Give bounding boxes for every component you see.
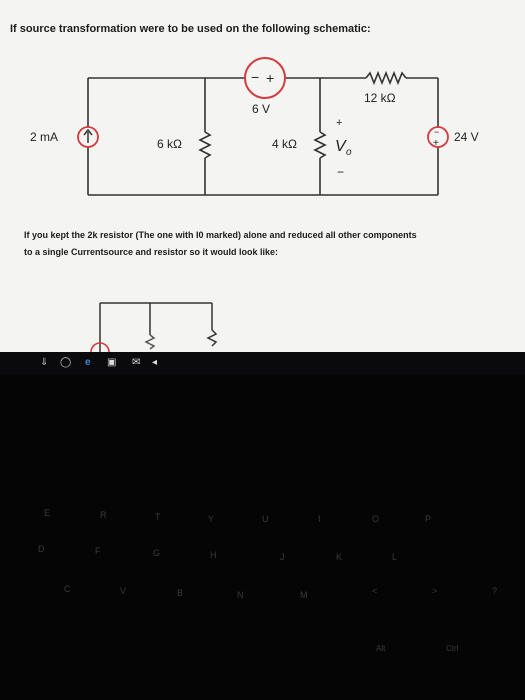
vo-subscript: o (346, 147, 352, 158)
taskbar: ⇓ ◯ e ▣ ✉ ◂ (0, 352, 525, 374)
circuit-schematic: − + − + 2 mA 6 kΩ 6 V 4 kΩ 12 kΩ 24 V + … (30, 57, 479, 196)
vo-minus-sign: − (337, 165, 344, 179)
key-g: G (153, 548, 161, 558)
label-6v: 6 V (252, 102, 270, 116)
key-r: R (100, 510, 107, 520)
src6-plus: + (266, 70, 274, 86)
key-y: Y (208, 514, 215, 524)
vo-label: V (335, 138, 347, 155)
key-j: J (280, 552, 285, 562)
label-12k: 12 kΩ (364, 91, 396, 105)
mail-icon[interactable]: ✉ (132, 357, 141, 368)
key-d: D (38, 544, 45, 554)
question-detail-text-1: If you kept the 2k resistor (The one wit… (24, 230, 417, 240)
key-h: H (210, 550, 217, 560)
label-2ma: 2 mA (30, 130, 58, 144)
key-alt: Alt (376, 644, 386, 653)
store-icon[interactable]: ▣ (107, 357, 117, 368)
key-t: T (155, 512, 161, 522)
current-source-2ma (77, 126, 99, 148)
key-b: B (177, 588, 184, 598)
key-k: K (336, 552, 343, 562)
partial-answer-diagram (90, 302, 218, 352)
resistor-6k (198, 131, 212, 159)
key-n: N (237, 590, 244, 600)
voltage-source-6v: − + (244, 57, 286, 99)
src24-plus: + (433, 138, 439, 149)
key-v: V (120, 586, 127, 596)
key-question: ? (492, 586, 498, 596)
send-icon[interactable]: ◂ (152, 357, 158, 368)
vo-plus-sign: + (336, 117, 342, 129)
src24-minus: − (434, 127, 439, 137)
key-u: U (262, 514, 269, 524)
key-less-than: < (372, 586, 378, 596)
label-4k: 4 kΩ (272, 137, 297, 151)
label-24v: 24 V (454, 130, 479, 144)
download-icon[interactable]: ⇓ (40, 357, 49, 368)
resistor-4k (313, 131, 327, 159)
photo-screen-area: If source transformation were to be used… (0, 0, 525, 352)
voltage-source-24v: − + (427, 126, 449, 149)
laptop-keyboard: E R T Y U I O P D F G H J K L C V B N M … (0, 374, 525, 700)
src6-minus: − (251, 69, 259, 85)
key-m: M (300, 590, 308, 600)
key-p: P (425, 514, 432, 524)
key-l: L (392, 552, 398, 562)
resistor-12k (365, 70, 407, 86)
key-f: F (95, 546, 101, 556)
question-intro-text: If source transformation were to be used… (10, 23, 371, 35)
key-c: C (64, 584, 71, 594)
edge-browser-icon[interactable]: e (85, 357, 91, 368)
key-i: I (318, 514, 321, 524)
key-o: O (372, 514, 380, 524)
key-greater-than: > (432, 586, 438, 596)
label-6k: 6 kΩ (157, 137, 182, 151)
question-detail-text-2: to a single Currentsource and resistor s… (24, 247, 279, 257)
key-e: E (44, 508, 51, 518)
circle-icon[interactable]: ◯ (60, 357, 72, 368)
key-ctrl: Ctrl (446, 644, 459, 653)
